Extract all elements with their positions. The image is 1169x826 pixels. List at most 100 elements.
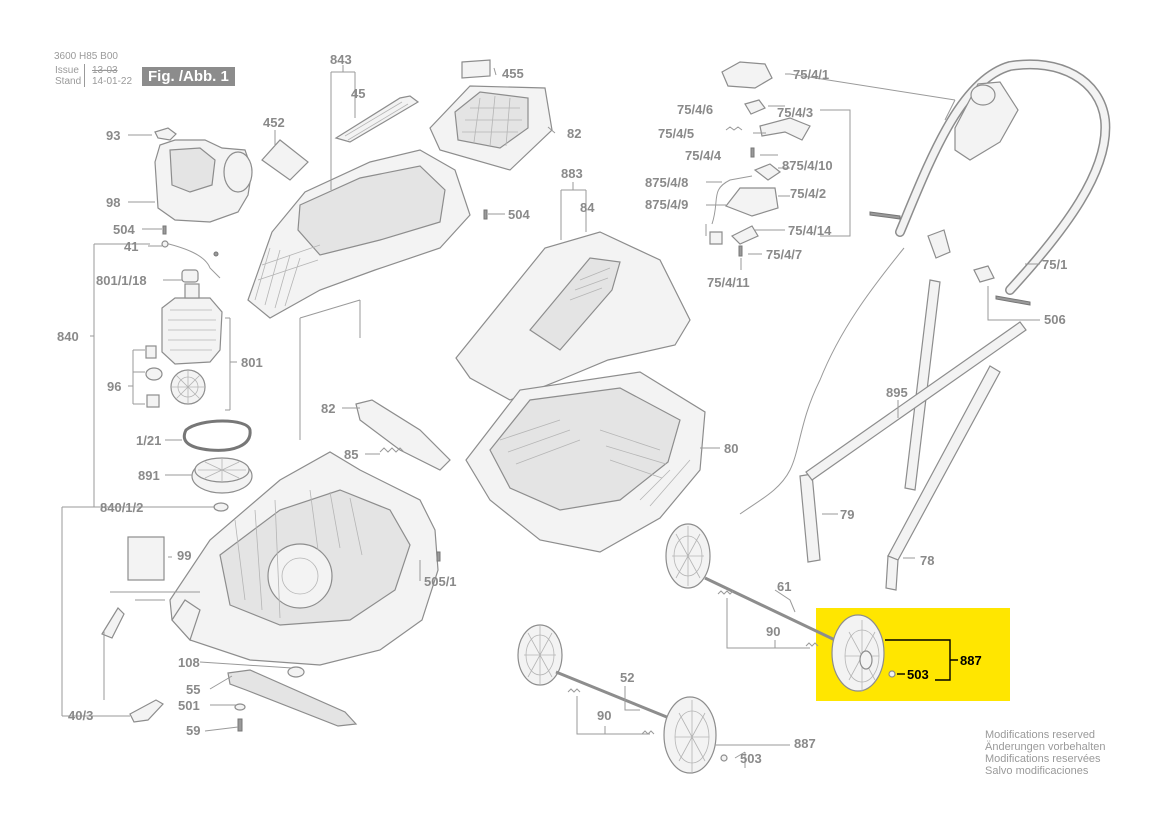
grassbox-lid-84[interactable] <box>455 231 691 401</box>
filter-99[interactable] <box>127 536 165 581</box>
wheel-887-highlighted[interactable] <box>831 614 885 692</box>
bolt-75-1[interactable] <box>869 211 901 220</box>
label-61: 61 <box>777 579 791 594</box>
cable-79[interactable] <box>739 247 905 515</box>
lower-handle-78[interactable] <box>885 365 1001 591</box>
label-875-4-8: 875/4/8 <box>645 175 688 190</box>
notice-line-de: Änderungen vorbehalten <box>985 741 1106 753</box>
issue-label: Issue <box>55 65 79 76</box>
issue-value: 13-03 <box>92 65 118 76</box>
cable-clip-93[interactable] <box>154 127 177 141</box>
spring-90a[interactable] <box>717 590 734 595</box>
label-1-21: 1/21 <box>136 433 161 448</box>
modifications-notice: Modifications reserved Änderungen vorbeh… <box>985 729 1105 777</box>
nut-108[interactable] <box>287 666 305 678</box>
figure-label: Fig. /Abb. 1 <box>142 67 235 86</box>
top-cover-843[interactable] <box>247 149 471 319</box>
label-840: 840 <box>57 329 79 344</box>
label-887-highlighted: 887 <box>960 653 982 668</box>
axle-61[interactable] <box>704 576 836 642</box>
spring-75-4-5[interactable] <box>725 126 743 131</box>
axle-52[interactable] <box>555 670 685 726</box>
label-452: 452 <box>263 115 285 130</box>
brushes-96[interactable] <box>145 345 163 408</box>
label-455: 455 <box>502 66 524 81</box>
label-41: 41 <box>124 239 138 254</box>
screw-504b[interactable] <box>483 209 488 220</box>
label-55: 55 <box>186 682 200 697</box>
notice-line-fr: Modifications reservées <box>985 753 1101 765</box>
label-52: 52 <box>620 670 634 685</box>
spring-85[interactable] <box>379 447 405 453</box>
switch-housing-75-4-1[interactable] <box>954 81 1019 161</box>
cable-tie-75-4-1[interactable] <box>721 61 773 89</box>
leader-lines <box>61 65 1040 768</box>
screw-504a[interactable] <box>162 225 167 235</box>
rivet-41[interactable] <box>213 251 219 257</box>
washer-840-1-2[interactable] <box>213 502 229 512</box>
notice-line-en: Modifications reserved <box>985 729 1096 741</box>
part-875-4-9[interactable] <box>709 231 723 245</box>
lever-82b[interactable] <box>355 399 451 471</box>
label-75-4-3: 75/4/3 <box>777 105 813 120</box>
washer-41[interactable] <box>161 240 169 248</box>
label-84: 84 <box>580 200 595 215</box>
spring-90a-b[interactable] <box>805 642 819 647</box>
spring-90b[interactable] <box>567 688 581 693</box>
label-40-3: 40/3 <box>68 708 93 723</box>
belt-1-21[interactable] <box>182 419 252 452</box>
stand-value: 14-01-22 <box>92 76 133 87</box>
washer-503-highlighted[interactable] <box>888 670 896 678</box>
screw-75-4-7[interactable] <box>738 245 743 257</box>
handle-75-1[interactable] <box>895 59 1111 295</box>
label-82a: 82 <box>567 126 581 141</box>
label-75-4-4: 75/4/4 <box>685 148 722 163</box>
label-895: 895 <box>886 385 908 400</box>
wheel-front-right[interactable] <box>663 696 717 774</box>
part-875-4-10[interactable] <box>753 163 782 181</box>
motor-housing-98[interactable] <box>154 139 253 223</box>
motor-801[interactable] <box>161 283 223 365</box>
wheel-front-left[interactable] <box>517 624 563 686</box>
label-90a: 90 <box>766 624 780 639</box>
label-843: 843 <box>330 52 352 67</box>
handle-grip-45[interactable] <box>334 95 420 143</box>
cap-506[interactable] <box>973 265 995 283</box>
bearing-801-1-18[interactable] <box>181 269 199 283</box>
label-452[interactable] <box>261 139 309 181</box>
label-75-4-2: 75/4/2 <box>790 186 826 201</box>
label-75-4-6: 75/4/6 <box>677 102 713 117</box>
screw-75-4-4[interactable] <box>750 147 755 158</box>
blade-55[interactable] <box>227 669 358 727</box>
washer-501[interactable] <box>234 703 246 711</box>
cable-875-4-8[interactable] <box>711 175 753 225</box>
pulley-891[interactable] <box>191 457 253 494</box>
control-panel-455[interactable] <box>429 59 553 171</box>
part-75-4-6[interactable] <box>744 99 766 115</box>
screw-59[interactable] <box>237 718 243 732</box>
lower-handle-79[interactable] <box>799 321 1027 563</box>
label-98: 98 <box>106 195 120 210</box>
wheel-rear-top[interactable] <box>665 523 711 589</box>
label-59: 59 <box>186 723 200 738</box>
cable-41[interactable] <box>164 242 221 279</box>
clip-40-3b[interactable] <box>129 699 164 723</box>
doc-number: 3600 H85 B00 <box>54 51 118 62</box>
label-883: 883 <box>561 166 583 181</box>
knob-75-1[interactable] <box>927 229 951 259</box>
part-75-4-14[interactable] <box>730 225 759 245</box>
label-505-1: 505/1 <box>424 574 457 589</box>
label-75-4-1: 75/4/1 <box>793 67 829 82</box>
screw-505-1[interactable] <box>436 551 441 562</box>
washer-503b[interactable] <box>720 754 728 762</box>
label-875-4-9: 875/4/9 <box>645 197 688 212</box>
fan-96[interactable] <box>170 369 206 405</box>
label-79: 79 <box>840 507 854 522</box>
clip-40-3[interactable] <box>101 607 125 639</box>
label-85: 85 <box>344 447 358 462</box>
deck-housing[interactable] <box>169 451 439 666</box>
grassbox-80[interactable] <box>465 371 706 553</box>
switch-75-4-2[interactable] <box>725 187 779 217</box>
lever-75-4-3[interactable] <box>759 117 811 141</box>
label-501: 501 <box>178 698 200 713</box>
